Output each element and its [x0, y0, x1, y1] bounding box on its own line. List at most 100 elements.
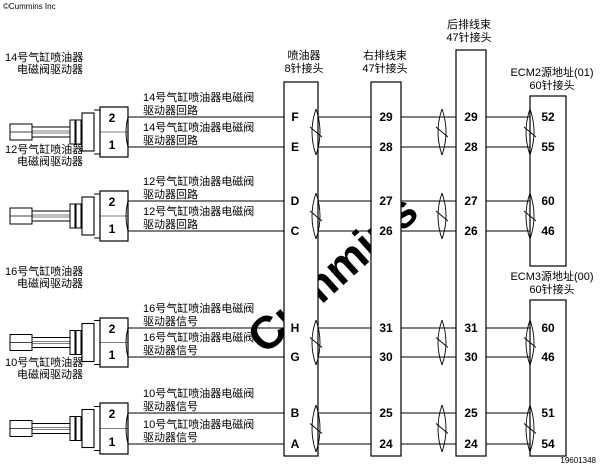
rear-harness-pin: 29 [464, 110, 478, 124]
ecm-pin: 52 [541, 110, 555, 124]
twisted-pair-symbol [435, 404, 449, 453]
injector-label-line2: 电磁阀驱动器 [17, 62, 83, 76]
rear-harness-pin: 25 [464, 406, 478, 420]
right-harness-pin: 31 [379, 321, 393, 335]
twisted-pair-symbol [309, 192, 323, 240]
twisted-pair-symbol [523, 192, 537, 240]
wire-label-line2: 驱动器信号 [143, 400, 198, 413]
injector-body [31, 337, 71, 348]
ecm2-label-2: 60针接头 [529, 78, 574, 92]
ecm3-connector [529, 299, 567, 457]
injector-pin-bottom: 1 [109, 138, 116, 152]
injector-pin: F [291, 110, 298, 124]
injector-pin: B [291, 406, 300, 420]
rear-harness-pin: 26 [464, 224, 478, 238]
ecm2-label-1: ECM2源地址(01) [510, 65, 593, 79]
wire-label-line1: 12号气缸喷油器电磁阀 [143, 204, 254, 218]
wire-label-line2: 驱动器回路 [143, 134, 198, 147]
twisted-pair-symbol [523, 319, 537, 366]
injector-connector-label-2: 8针接头 [284, 61, 323, 75]
injector-body [31, 423, 71, 434]
injector-pin-top: 2 [109, 322, 116, 336]
injector-body [31, 126, 71, 138]
wire-label-line2: 驱动器信号 [143, 315, 198, 328]
injector-layer: 14号气缸喷油器电磁阀驱动器2112号气缸喷油器电磁阀驱动器2116号气缸喷油器… [5, 50, 129, 455]
twisted-pair-symbol [523, 404, 537, 453]
twisted-pair-symbol [435, 319, 449, 366]
ecm3-label-1: ECM3源地址(00) [510, 269, 593, 283]
rear-harness-label-2: 47针接头 [446, 30, 491, 44]
right-harness-connector [370, 81, 402, 457]
wire-label-line1: 14号气缸喷油器电磁阀 [143, 90, 254, 104]
injector-pin-bottom: 1 [109, 348, 116, 362]
wire-label-line1: 14号气缸喷油器电磁阀 [143, 120, 254, 134]
injector-pin: A [291, 437, 300, 451]
ecm-pin: 54 [541, 437, 555, 451]
injector-label-line2: 电磁阀驱动器 [17, 367, 83, 381]
rear-harness-pin: 28 [464, 140, 478, 154]
wire-label-line1: 16号气缸喷油器电磁阀 [143, 301, 254, 315]
right-harness-label-2: 47针接头 [362, 61, 407, 75]
ecm-pin: 60 [541, 194, 555, 208]
right-harness-pin: 26 [379, 224, 393, 238]
rear-harness-pin: 30 [464, 350, 478, 364]
injector-pin-top: 2 [109, 407, 116, 421]
injector-pin-top: 2 [109, 111, 116, 125]
twisted-pair-symbol [309, 108, 323, 156]
right-harness-label-1: 右排线束 [363, 48, 407, 62]
wire-label-line2: 驱动器信号 [143, 344, 198, 357]
rear-harness-pin: 27 [464, 194, 478, 208]
figure-number: 19601348 [560, 456, 596, 465]
right-harness-pin: 30 [379, 350, 393, 364]
right-harness-pin: 24 [379, 437, 393, 451]
wire-label-line2: 驱动器回路 [143, 218, 198, 231]
injector-label-line1: 16号气缸喷油器 [5, 264, 83, 278]
rear-harness-pin: 24 [464, 437, 478, 451]
right-harness-pin: 29 [379, 110, 393, 124]
injector-connector-label-1: 喷油器 [288, 48, 321, 62]
injector-nut [81, 322, 95, 363]
injector-pin: E [291, 140, 299, 154]
ecm-pin: 46 [541, 350, 555, 364]
rear-harness-pin: 31 [464, 321, 478, 335]
ecm-pin: 51 [541, 406, 555, 420]
twisted-pair-symbol [435, 108, 449, 156]
injector-pin: G [290, 350, 299, 364]
ecm2-connector [529, 95, 567, 267]
right-harness-pin: 25 [379, 406, 393, 420]
twisted-pair-symbol [309, 319, 323, 366]
injector-pin: D [291, 194, 300, 208]
twisted-pair-symbol [523, 108, 537, 156]
injector-label-line2: 电磁阀驱动器 [17, 154, 83, 168]
injector-label-line1: 14号气缸喷油器 [5, 50, 83, 64]
injector-pin-top: 2 [109, 195, 116, 209]
right-harness-pin: 28 [379, 140, 393, 154]
wire-label-line1: 10号气缸喷油器电磁阀 [143, 417, 254, 431]
wire-label-line2: 驱动器回路 [143, 188, 198, 201]
right-harness-pin: 27 [379, 194, 393, 208]
copyright: ©Cummins Inc [3, 2, 56, 11]
injector-label-line2: 电磁阀驱动器 [17, 276, 83, 290]
injector-nut [81, 196, 95, 236]
wire-label-line1: 10号气缸喷油器电磁阀 [143, 386, 254, 400]
ecm-pin: 60 [541, 321, 555, 335]
injector-label-line1: 10号气缸喷油器 [5, 355, 83, 369]
injector-pin: H [291, 321, 300, 335]
injector-nut [81, 408, 95, 449]
injector-connector [283, 81, 319, 457]
injector-pin-bottom: 1 [109, 222, 116, 236]
wire-label-line2: 驱动器信号 [143, 431, 198, 444]
ecm-pin: 46 [541, 224, 555, 238]
twisted-pair-symbol [435, 192, 449, 240]
